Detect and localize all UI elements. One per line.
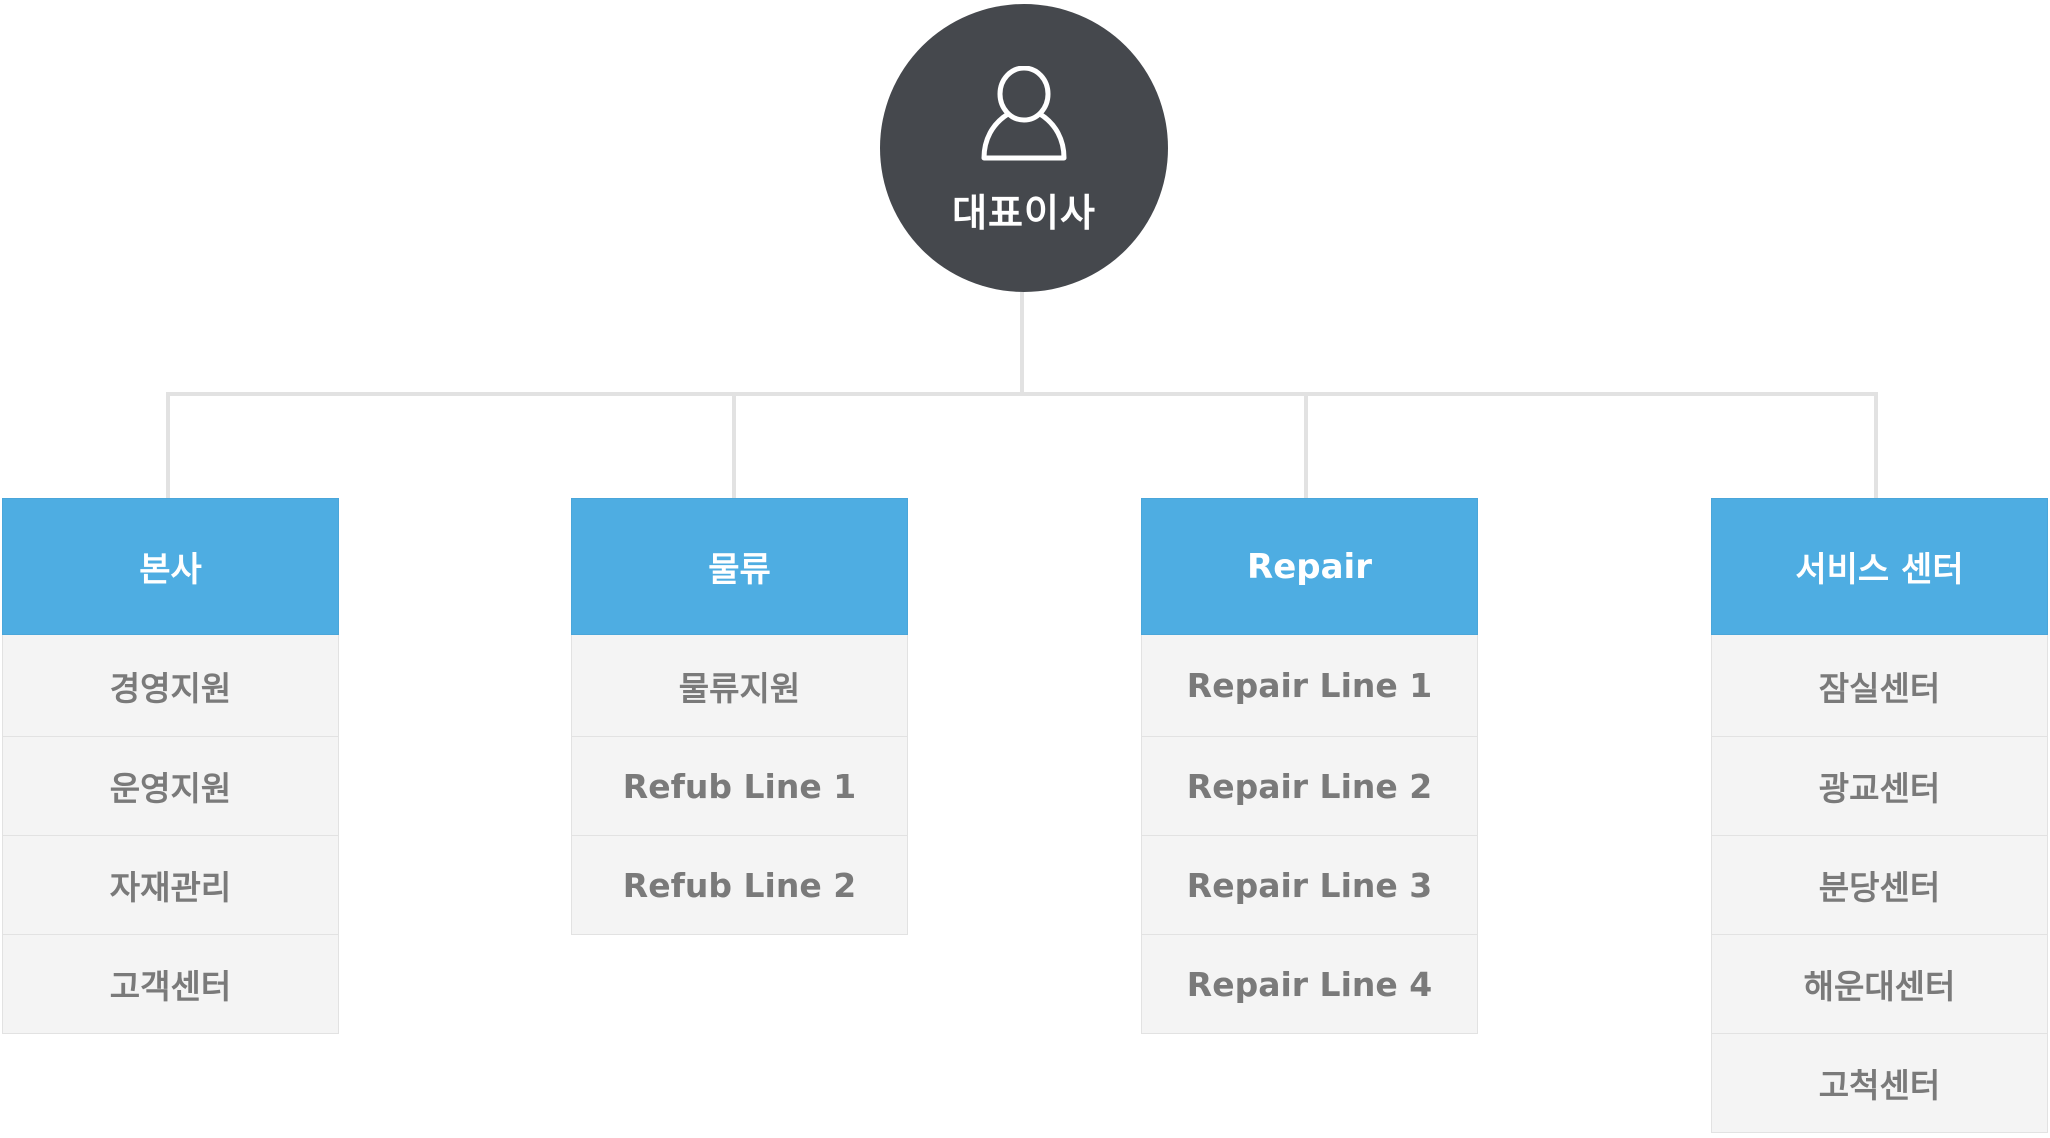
- department-header: 물류: [571, 498, 908, 635]
- department-item: Repair Line 3: [1142, 835, 1477, 934]
- department-item: 경영지원: [109, 668, 232, 708]
- department-item-list: 잠실센터 광교센터 분당센터 해운대센터 고척센터: [1711, 635, 2048, 1133]
- department-item: 자재관리: [3, 835, 338, 934]
- department-item: Refub Line 1: [572, 736, 907, 835]
- department-item-list: Repair Line 1 Repair Line 2 Repair Line …: [1141, 635, 1478, 1034]
- department-item: 분당센터: [1712, 835, 2047, 934]
- department-service-center: 서비스 센터 잠실센터 광교센터 분당센터 해운대센터 고척센터: [1711, 498, 2048, 1133]
- department-item: 광교센터: [1712, 736, 2047, 835]
- department-item: 물류지원: [678, 668, 801, 708]
- department-item: Repair Line 4: [1142, 934, 1477, 1033]
- department-item: 잠실센터: [1818, 668, 1941, 708]
- department-item-list: 경영지원 운영지원 자재관리 고객센터: [2, 635, 339, 1034]
- department-item: Refub Line 2: [572, 835, 907, 934]
- department-repair: Repair Repair Line 1 Repair Line 2 Repai…: [1141, 498, 1478, 1034]
- ceo-label: 대표이사: [952, 191, 1096, 235]
- department-item: 고객센터: [3, 934, 338, 1033]
- org-connector-lines: [166, 292, 1878, 498]
- department-item: 운영지원: [3, 736, 338, 835]
- department-item: Repair Line 2: [1142, 736, 1477, 835]
- person-icon: [981, 66, 1067, 161]
- department-header: 본사: [2, 498, 339, 635]
- ceo-node: 대표이사: [880, 4, 1168, 292]
- department-logistics: 물류 물류지원 Refub Line 1 Refub Line 2: [571, 498, 908, 935]
- department-item: 고척센터: [1712, 1033, 2047, 1132]
- department-item-list: 물류지원 Refub Line 1 Refub Line 2: [571, 635, 908, 935]
- department-item: 해운대센터: [1712, 934, 2047, 1033]
- department-header: Repair: [1141, 498, 1478, 635]
- department-hq: 본사 경영지원 운영지원 자재관리 고객센터: [2, 498, 339, 1034]
- department-header: 서비스 센터: [1711, 498, 2048, 635]
- department-item: Repair Line 1: [1186, 666, 1433, 705]
